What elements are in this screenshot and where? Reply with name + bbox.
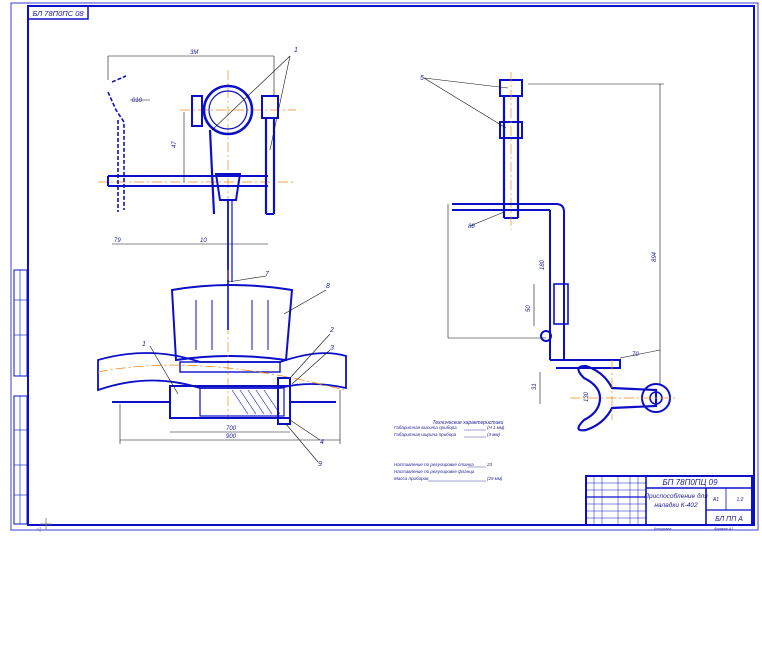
title-org: БЛ ПП А — [715, 516, 743, 523]
svg-text:◁: ◁ — [36, 527, 41, 533]
callout-5: 5 — [420, 75, 424, 82]
stamp-box — [27, 5, 89, 20]
origin-cursor-icon: ◁ — [36, 518, 52, 533]
inner-frame — [27, 5, 755, 526]
title-scale: 1:2 — [737, 497, 744, 503]
dim-bottom-left: 79 — [114, 238, 121, 244]
dim-right-low: 130 — [584, 391, 590, 402]
outer-frame — [10, 2, 759, 531]
dim-side-height: 47 — [172, 141, 178, 148]
title-name-line1: Приспособление для — [644, 492, 708, 500]
notes-line2-label: Наставление по регулировке фланца — [394, 469, 475, 474]
dim-right-small: 50 — [526, 305, 532, 312]
top-view-assembly — [98, 55, 296, 282]
callout-2: 2 — [329, 327, 334, 334]
specs-line1-label: Габаритная высота прибора — [394, 425, 457, 430]
dim-bottom-mid: 10 — [200, 238, 207, 244]
callout-9: 9 — [318, 461, 322, 468]
specs-header: Технические характеристики — [433, 420, 504, 426]
label-pin: 010 — [132, 98, 143, 104]
callout-7: 7 — [265, 271, 270, 278]
callout-1-top: 1 — [294, 47, 298, 54]
title-doc-code: БП 78П0ПЦ 09 — [662, 478, 718, 487]
callout-3: 3 — [330, 345, 334, 352]
dim-right-ref: 88 — [468, 224, 475, 230]
notes-line3-label: Масса приборов — [394, 476, 429, 481]
callout-4: 4 — [320, 439, 324, 446]
notes-line3-value: (29 мм) — [487, 476, 503, 481]
stamp-code: БЛ 78П0ПС 08 — [32, 9, 84, 18]
dim-right-mid: 180 — [540, 259, 546, 270]
dim-right-foot: 31 — [532, 383, 538, 390]
dim-top-width: 3M — [190, 50, 198, 56]
title-copied-label: Копировал — [654, 527, 671, 531]
specs-line2-label: Габаритная ширина прибора — [394, 432, 457, 437]
front-view-assembly — [423, 72, 676, 432]
callout-8: 8 — [326, 283, 330, 290]
callout-1-lower: 1 — [142, 341, 146, 348]
specs-line2-value: (3 мм) — [487, 432, 500, 437]
dim-right-arm: 70 — [632, 352, 639, 358]
title-format-label: Формат А1 — [714, 527, 733, 531]
dim-right-total: 894 — [652, 251, 658, 262]
dim-lower-total: 700 — [226, 426, 237, 432]
title-block — [585, 475, 753, 526]
side-view-assembly — [97, 270, 347, 463]
dim-lower-overall: 900 — [226, 434, 237, 440]
specs-line1-value: (Н 1 мм) — [487, 425, 505, 430]
left-margin-strips — [13, 269, 28, 525]
notes-line1-label: Наставление по регулировке станка — [394, 462, 474, 467]
notes-line1-value: 23 — [486, 462, 493, 467]
title-sheet-ref: А1 — [712, 497, 719, 503]
title-name-line2: наладки К-402 — [654, 501, 698, 509]
